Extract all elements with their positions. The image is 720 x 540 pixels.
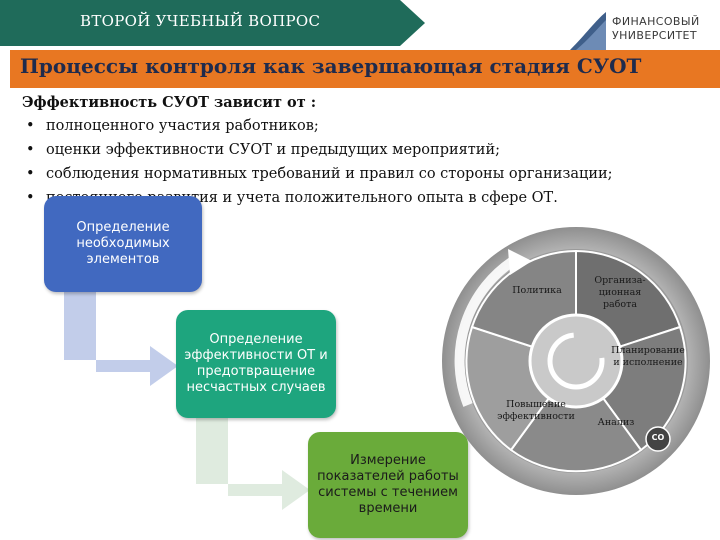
section-label: ВТОРОЙ УЧЕБНЫЙ ВОПРОС [80,12,321,30]
step-box-1: Определение необходимых элементов [44,196,202,292]
segment-label-planning: Планирование и исполнение [611,345,685,368]
outer-cycle-arrow [454,254,519,407]
step-label-1: Определение необходимых элементов [76,220,170,267]
segment-label-analysis: Анализ [597,417,635,428]
step-box-3: Измерение показателей работы системы с т… [308,432,468,538]
intro-text: Эффективность СУОТ зависит от : [22,94,317,111]
logo-text-line1: ФИНАНСОВЫЙ [612,15,700,28]
connector-arrow-1 [64,292,178,386]
connector-arrow-2 [196,418,310,510]
co-badge-icon [645,426,671,452]
bullet-list: полноценного участия работников; оценки … [22,114,712,210]
step-label-3: Измерение показателей работы системы с т… [317,453,459,516]
slide-title: Процессы контроля как завершающая стадия… [20,54,642,78]
university-logo: ФИНАНСОВЫЙ УНИВЕРСИТЕТ [566,10,716,52]
logo-text-line2: УНИВЕРСИТЕТ [612,29,698,42]
bullet-item: полноценного участия работников; [22,114,712,138]
segment-label-organization: Организа-ционная работа [594,275,646,310]
segment-analysis [509,359,643,473]
bullet-item: соблюдения нормативных требований и прав… [22,162,712,186]
segment-label-policy: Политика [512,285,562,296]
step-box-2: Определение эффективности ОТ и предотвра… [176,310,336,418]
management-cycle-diagram: Политика Организа-ционная работа Планиро… [440,225,712,497]
segment-label-improvement: Повышение эффективности [497,399,575,422]
title-bar: Процессы контроля как завершающая стадия… [10,50,720,88]
bullet-item: оценки эффективности СУОТ и предыдущих м… [22,138,712,162]
co-badge-label: CO [651,433,665,442]
section-header-band: ВТОРОЙ УЧЕБНЫЙ ВОПРОС [0,0,425,46]
outer-arrow-head [508,249,532,275]
step-label-2: Определение эффективности ОТ и предотвра… [184,332,328,395]
center-hub [528,313,624,409]
center-cycle-arrow [547,332,605,390]
